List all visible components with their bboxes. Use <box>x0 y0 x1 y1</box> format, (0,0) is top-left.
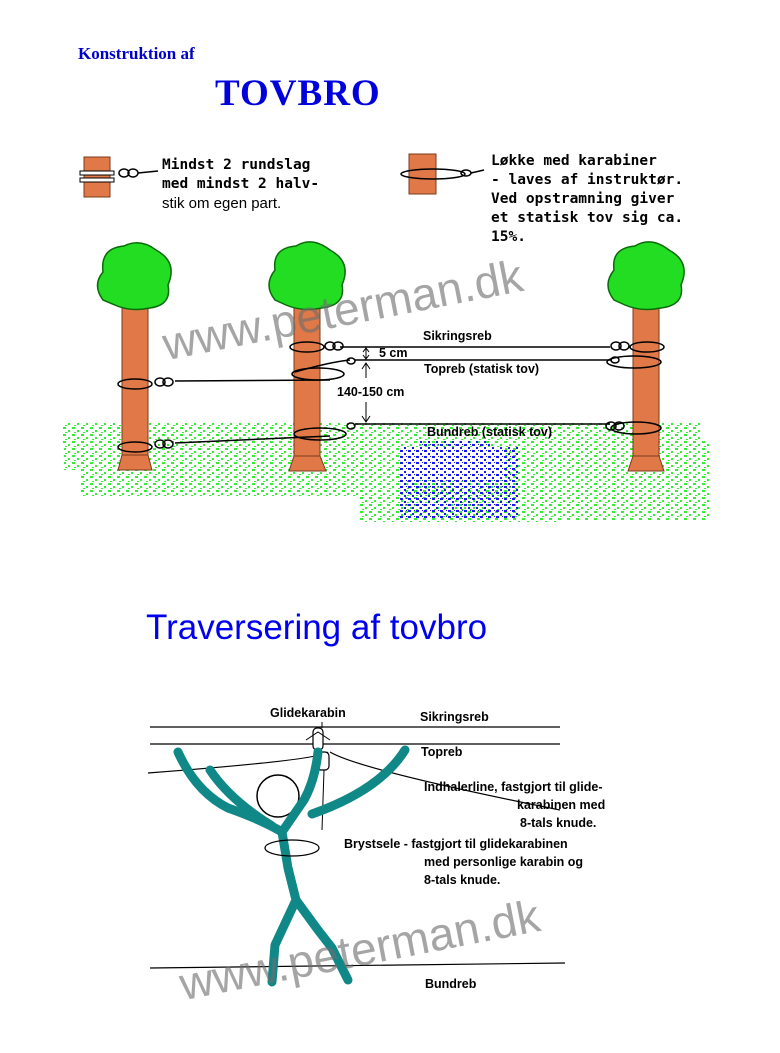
bundreb-label: Bundreb (statisk tov) <box>427 425 553 439</box>
loop-line-4: et statisk tov sig ca. <box>491 210 684 226</box>
traverse-bundreb-label: Bundreb <box>425 977 477 991</box>
topreb-rope <box>117 355 662 390</box>
loop-line-2: - laves af instruktør. <box>491 172 684 188</box>
knot-line-3: stik om egen part. <box>162 195 282 212</box>
indhaler-line-2: karabinen med <box>517 798 606 812</box>
traverse-sikringsreb-label: Sikringsreb <box>420 710 489 724</box>
traverse-heading: Traversering af tovbro <box>146 608 488 647</box>
traverse-topreb-label: Topreb <box>421 745 463 759</box>
brystsele-line-2: med personlige karabin og <box>424 855 584 869</box>
page-title: TOVBRO <box>215 73 381 114</box>
loop-line-3: Ved opstramning giver <box>491 191 675 207</box>
brystsele-line-1: Brystsele - fastgjort til glidekarabinen <box>344 837 568 851</box>
topreb-label: Topreb (statisk tov) <box>424 362 540 376</box>
sikringsreb-label: Sikringsreb <box>423 329 492 343</box>
bundreb-rope <box>117 421 662 453</box>
tree-left <box>96 242 172 471</box>
knot-line-1: Mindst 2 rundslag <box>162 157 311 173</box>
glidekarabin-label: Glidekarabin <box>270 706 346 720</box>
knot-description: Mindst 2 rundslag med mindst 2 halv- sti… <box>162 156 319 213</box>
height-label: 140-150 cm <box>337 385 405 399</box>
tree-right <box>607 241 685 472</box>
water-patch <box>400 440 518 519</box>
loop-description: Løkke med karabiner - laves af instruktø… <box>491 152 683 247</box>
sikringsreb-rope <box>289 341 665 353</box>
spacing-arrow <box>362 347 370 360</box>
indhaler-line-3: 8-tals knude. <box>520 816 597 830</box>
knot-line-2: med mindst 2 halv- <box>162 176 320 192</box>
stick-figure <box>173 745 410 987</box>
height-arrow <box>361 362 371 423</box>
indhaler-line-1: Indhalerline, fastgjort til glide- <box>424 780 603 794</box>
brystsele-line-3: 8-tals knude. <box>424 873 501 887</box>
spacing-label: 5 cm <box>379 346 408 360</box>
carabiner-loop-icon <box>400 153 485 195</box>
grass-ground <box>62 423 710 522</box>
loop-line-5: 15%. <box>491 229 526 245</box>
loop-line-1: Løkke med karabiner <box>491 153 657 169</box>
round-turn-knot-icon <box>79 156 159 198</box>
subtitle: Konstruktion af <box>78 44 195 63</box>
